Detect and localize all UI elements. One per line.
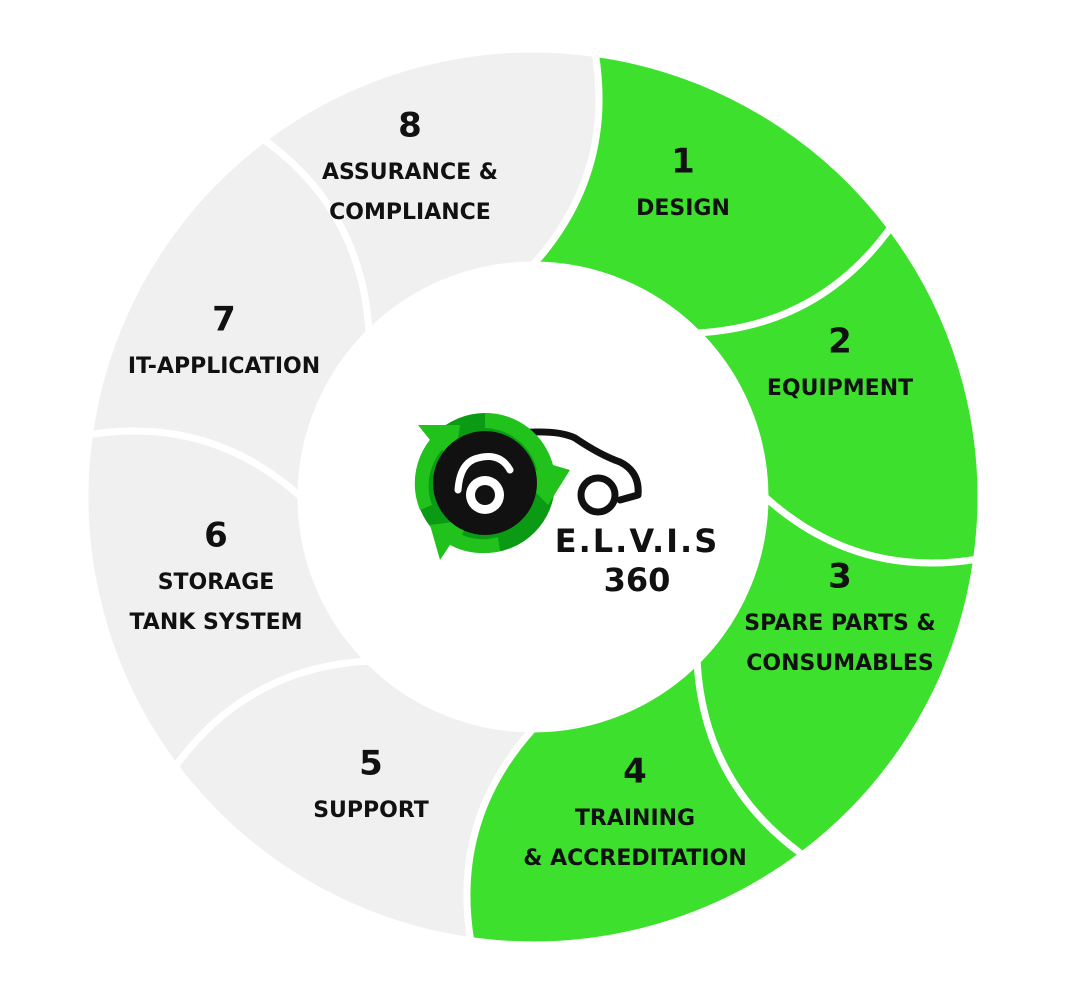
segment-title: CONSUMABLES bbox=[746, 651, 934, 676]
segment-title: TANK SYSTEM bbox=[130, 610, 303, 635]
segment-number: 2 bbox=[828, 322, 852, 362]
cycle-segments bbox=[81, 45, 985, 949]
segment-number: 5 bbox=[359, 744, 383, 784]
segment-8 bbox=[259, 45, 603, 337]
segment-number: 6 bbox=[204, 516, 228, 556]
segment-number: 8 bbox=[398, 106, 422, 146]
segment-title: COMPLIANCE bbox=[329, 200, 491, 225]
segment-2 bbox=[693, 223, 985, 567]
car-wheel-icon bbox=[454, 453, 514, 514]
segment-number: 1 bbox=[671, 142, 695, 182]
segment-title: SPARE PARTS & bbox=[744, 611, 935, 636]
segment-7 bbox=[85, 135, 373, 501]
segment-title: ASSURANCE & bbox=[322, 160, 498, 185]
recycle-car-logo-icon: E.L.V.I.S 360 bbox=[414, 412, 719, 599]
segment-title: EQUIPMENT bbox=[767, 376, 913, 401]
segment-title: STORAGE bbox=[158, 570, 275, 595]
segment-title: DESIGN bbox=[636, 196, 730, 221]
segment-title: & ACCREDITATION bbox=[523, 846, 747, 871]
logo-title: E.L.V.I.S bbox=[555, 522, 719, 560]
segment-7-label: 7IT-APPLICATION bbox=[128, 300, 320, 380]
segment-title: IT-APPLICATION bbox=[128, 354, 320, 379]
logo-subtitle: 360 bbox=[604, 561, 671, 599]
segment-3 bbox=[693, 493, 981, 859]
segment-1 bbox=[529, 49, 895, 337]
segment-number: 7 bbox=[212, 300, 236, 340]
segment-title: TRAINING bbox=[575, 806, 695, 831]
segment-4 bbox=[463, 657, 807, 949]
segment-number: 3 bbox=[828, 557, 852, 597]
segment-title: SUPPORT bbox=[313, 798, 429, 823]
segment-6 bbox=[81, 427, 373, 771]
segment-number: 4 bbox=[623, 752, 647, 792]
